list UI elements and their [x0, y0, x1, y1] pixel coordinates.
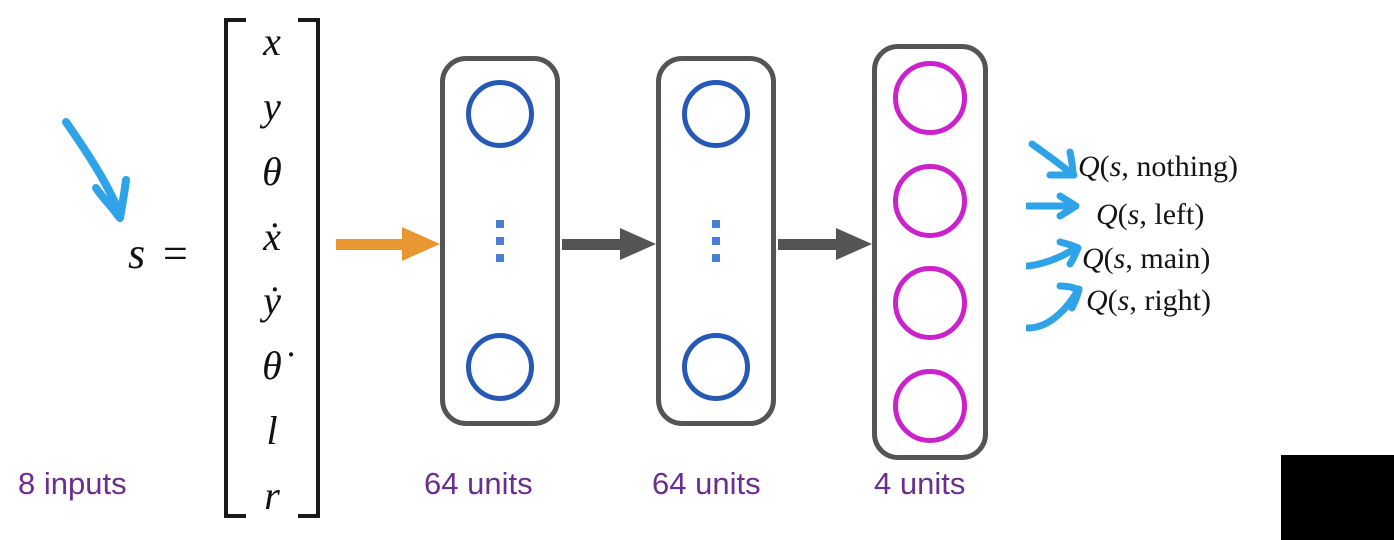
q-symbol: Q [1096, 198, 1118, 231]
state-equation-label: s = [128, 228, 192, 279]
vector-entry: ẋ [263, 213, 281, 259]
caption-input-layer: 8 inputs [18, 466, 127, 501]
q-open-paren: ( [1103, 242, 1114, 275]
vector-entry: y [263, 83, 281, 129]
q-arrow-left-icon [1026, 192, 1080, 220]
q-arrow-right-icon [1026, 282, 1083, 332]
q-label-nothing: Q(s, nothing) [1078, 150, 1238, 184]
unit-circle-output [893, 368, 967, 443]
q-separator: , [1129, 284, 1145, 317]
q-separator: , [1125, 242, 1141, 275]
q-state-symbol: s [1113, 242, 1126, 275]
q-close-paren: ) [1201, 284, 1212, 317]
q-close-paren: ) [1228, 150, 1239, 183]
q-close-paren: ) [1200, 242, 1211, 275]
q-state-symbol: s [1127, 198, 1140, 231]
vertical-ellipsis-icon [496, 219, 504, 262]
vector-entry: ẏ [263, 278, 281, 324]
state-vector-entries: x y θ ẋ ẏ θ̇ l r [246, 18, 298, 518]
q-arrow-nothing-icon [1028, 140, 1078, 179]
q-action-label: main [1140, 242, 1201, 275]
vector-entry: r [264, 472, 280, 518]
caption-output-layer: 4 units [874, 466, 966, 501]
state-symbol: s = [128, 229, 192, 278]
q-action-label: right [1144, 284, 1202, 317]
unit-circle-hidden [466, 333, 534, 401]
arrow-hidden2-to-output-icon [778, 228, 872, 260]
q-open-paren: ( [1117, 198, 1128, 231]
unit-circle-output [893, 266, 967, 341]
q-state-symbol: s [1109, 150, 1122, 183]
layer-box-hidden-1 [440, 56, 560, 426]
q-separator: , [1139, 198, 1155, 231]
q-symbol: Q [1082, 242, 1104, 275]
vector-entry: θ̇ [262, 343, 282, 389]
caption-hidden-layer-2: 64 units [652, 466, 761, 501]
state-pointer-arrow-icon [62, 118, 130, 222]
vertical-ellipsis-icon [712, 219, 720, 262]
q-output-arrows-icon [1026, 140, 1083, 332]
vector-entry: x [263, 19, 281, 64]
q-label-right: Q(s, right) [1086, 284, 1211, 318]
q-action-label: nothing [1136, 150, 1229, 183]
caption-hidden-layer-1: 64 units [424, 466, 533, 501]
q-symbol: Q [1078, 150, 1100, 183]
q-symbol: Q [1086, 284, 1108, 317]
bracket-right-icon [298, 18, 320, 518]
q-label-main: Q(s, main) [1082, 242, 1210, 276]
arrow-input-to-hidden1-icon [336, 227, 440, 261]
hidden-1-units [445, 61, 555, 421]
q-separator: , [1121, 150, 1137, 183]
vector-entry: θ [262, 148, 282, 194]
q-close-paren: ) [1194, 198, 1205, 231]
unit-circle-hidden [682, 80, 750, 148]
output-units [877, 49, 983, 455]
vector-entry: l [266, 408, 278, 454]
black-overlay-block [1281, 455, 1394, 540]
layer-box-output [872, 44, 988, 460]
unit-circle-output [893, 163, 967, 238]
q-state-symbol: s [1117, 284, 1130, 317]
unit-circle-hidden [466, 80, 534, 148]
unit-circle-output [893, 61, 967, 135]
state-vector: x y θ ẋ ẏ θ̇ l r [224, 18, 320, 518]
q-arrow-main-icon [1026, 238, 1082, 270]
arrow-hidden1-to-hidden2-icon [562, 228, 656, 260]
q-action-label: left [1154, 198, 1195, 231]
q-label-left: Q(s, left) [1096, 198, 1204, 232]
q-open-paren: ( [1107, 284, 1118, 317]
unit-circle-hidden [682, 333, 750, 401]
q-open-paren: ( [1099, 150, 1110, 183]
layer-box-hidden-2 [656, 56, 776, 426]
bracket-left-icon [224, 18, 246, 518]
hidden-2-units [661, 61, 771, 421]
